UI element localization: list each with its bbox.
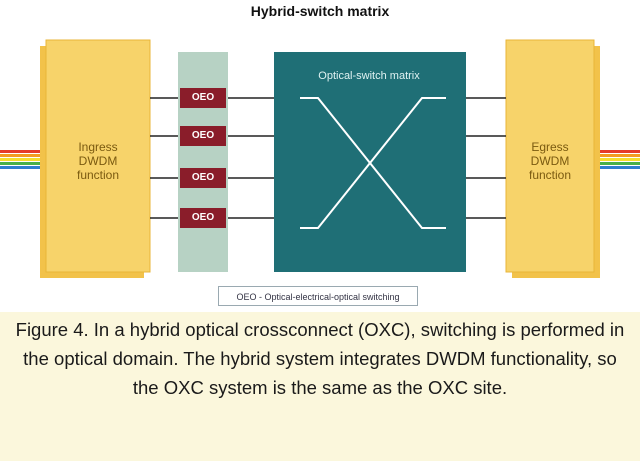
ingress-box-front — [45, 39, 151, 273]
oeo-box — [180, 126, 226, 146]
legend-box: OEO - Optical-electrical-optical switchi… — [218, 286, 418, 306]
ingress-fiber-orange — [0, 154, 50, 157]
caption-band: Figure 4. In a hybrid optical crossconne… — [0, 312, 640, 461]
switch-core-title: Optical-switch matrix — [318, 70, 420, 82]
egress-fiber-yellow — [592, 158, 640, 161]
figure-caption: Figure 4. In a hybrid optical crossconne… — [15, 319, 625, 398]
egress-fiber-blue — [592, 166, 640, 169]
oeo-box — [180, 208, 226, 228]
ingress-fiber-bundle — [0, 150, 50, 169]
cross-path-b — [300, 97, 446, 229]
egress-fiber-red — [592, 150, 640, 153]
oeo-box — [180, 168, 226, 188]
egress-fiber-bundle — [592, 150, 640, 169]
ingress-fiber-yellow — [0, 158, 50, 161]
ingress-label: Ingress DWDM function — [76, 140, 120, 182]
ingress-fiber-green — [0, 162, 50, 165]
ingress-fiber-red — [0, 150, 50, 153]
egress-fiber-green — [592, 162, 640, 165]
diagram-title: Hybrid-switch matrix — [250, 3, 390, 19]
egress-fiber-orange — [592, 154, 640, 157]
oeo-boxes — [180, 88, 226, 228]
switch-cross-icon — [300, 97, 446, 229]
egress-box-front — [505, 39, 595, 273]
oeo-label: OEO — [191, 92, 215, 103]
oeo-label: OEO — [191, 130, 215, 141]
hybrid-switch-diagram: Hybrid-switch matrix Ingress DWDM functi… — [0, 3, 640, 306]
oeo-box — [180, 88, 226, 108]
ingress-dwdm-box — [40, 39, 151, 278]
oeo-label: OEO — [191, 172, 215, 183]
egress-dwdm-box — [505, 39, 600, 278]
oeo-strip — [178, 52, 228, 272]
diagram-canvas — [0, 39, 640, 278]
ingress-fiber-blue — [0, 166, 50, 169]
egress-label: Egress DWDM function — [528, 140, 572, 182]
oeo-label: OEO — [191, 212, 215, 223]
